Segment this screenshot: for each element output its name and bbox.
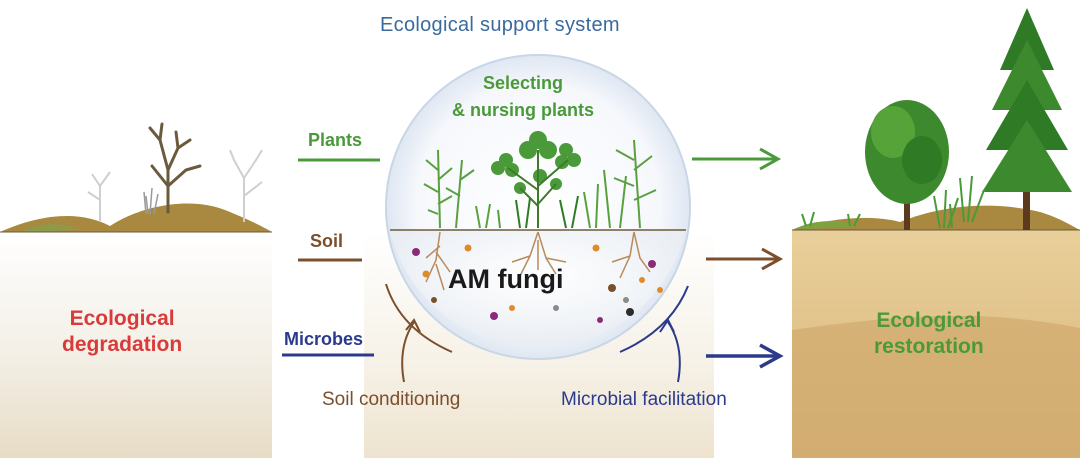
microbes-output-arrow xyxy=(706,343,784,369)
fungal-spores-icon xyxy=(412,244,663,323)
soil-conditioning-label: Soil conditioning xyxy=(322,389,461,410)
microbial-facilitation-label: Microbial facilitation xyxy=(561,389,727,410)
soil-label: Soil xyxy=(310,231,344,251)
restoration-line-2: restoration xyxy=(874,335,984,358)
plants-output-arrow xyxy=(692,147,782,171)
plants-label: Plants xyxy=(308,130,363,150)
degradation-line-1: Ecological xyxy=(69,307,175,330)
soil-output-arrow xyxy=(706,247,784,271)
ecological-restoration-label: Ecological restoration xyxy=(874,308,984,360)
microbial-facilitation-arrow xyxy=(619,285,689,383)
selecting-nursing-line-2: & nursing plants xyxy=(452,100,595,120)
roots-icon xyxy=(425,231,651,291)
grass-icon xyxy=(801,175,985,229)
am-fungi-label: AM fungi xyxy=(448,264,564,294)
diagram-title: Ecological support system xyxy=(380,14,620,36)
soil-conditioning-arrow xyxy=(385,283,453,383)
conifer-tree-icon xyxy=(982,8,1072,230)
microbes-label: Microbes xyxy=(284,329,364,349)
nursing-plants-icon xyxy=(423,131,657,229)
dry-grass-icon xyxy=(143,187,159,215)
selecting-nursing-line-1: Selecting xyxy=(482,73,564,93)
faded-tree-icon xyxy=(87,149,263,222)
restored-land xyxy=(792,205,1080,458)
broadleaf-tree-icon xyxy=(865,100,949,230)
degraded-land xyxy=(0,203,272,458)
degradation-line-2: degradation xyxy=(62,333,183,356)
restoration-line-1: Ecological xyxy=(876,309,982,332)
ecological-degradation-label: Ecological degradation xyxy=(62,306,182,358)
selecting-nursing-label: Selecting & nursing plants xyxy=(452,70,594,124)
dead-tree-icon xyxy=(148,122,202,214)
